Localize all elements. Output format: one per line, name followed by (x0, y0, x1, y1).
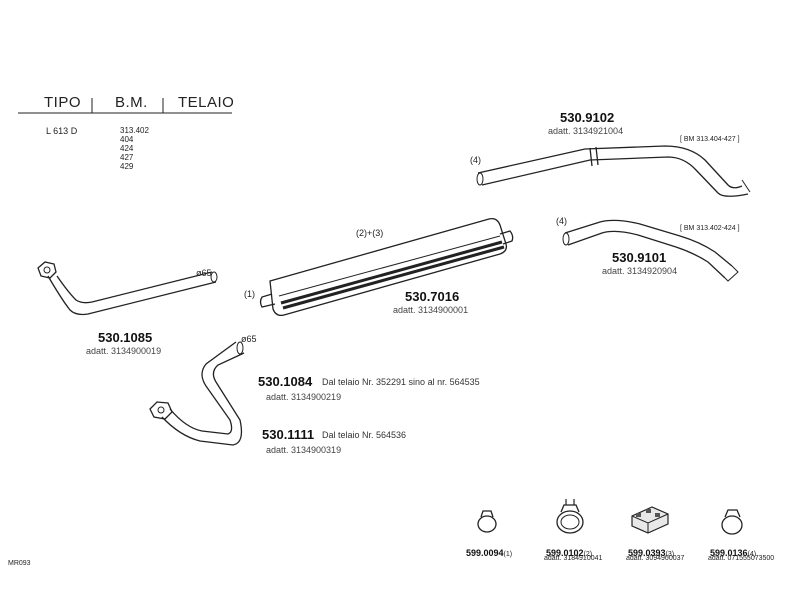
accessory-ref: (3) (665, 551, 675, 558)
accessory-ref: (2) (583, 551, 593, 558)
clamp-599-0102-icon (556, 499, 584, 534)
part-desc-530-1084: Dal telaio Nr. 352291 sino al nr. 564535 (322, 377, 480, 387)
part-code-530-1085: 530.1085 (98, 330, 153, 345)
accessory-599-0094: 599.0094(1) (466, 543, 512, 561)
accessory-adatt: adatt. 3094900037 (626, 555, 685, 562)
accessory-adatt: adatt. 3184910041 (544, 555, 603, 562)
bracket-bm-402-424: [ BM 313.402-424 ] (680, 225, 740, 232)
accessory-code: 599.0102 (546, 548, 584, 558)
part-adatt-530-1084: adatt. 3134900219 (266, 392, 342, 402)
accessory-code: 599.0393 (628, 548, 666, 558)
table-tipo-value: L 613 D (46, 126, 78, 136)
accessory-ref: (4) (747, 551, 757, 558)
part-code-530-1111: 530.1111 (262, 427, 315, 442)
bm-value: 429 (120, 162, 134, 171)
diameter-label-530-1084: ø65 (241, 334, 257, 344)
rubber-mount-599-0393-icon (631, 506, 669, 534)
accessory-code: 599.0094 (466, 548, 504, 558)
part-adatt-530-1111: adatt. 3134900319 (266, 445, 342, 455)
table-bm-values: 313.402 404 424 427 429 (120, 126, 149, 171)
part-code-530-9101: 530.9101 (612, 250, 667, 265)
part-adatt-530-9101: adatt. 3134920904 (602, 266, 678, 276)
pipe-530-9102 (476, 145, 751, 197)
pipe-530-1084 (149, 341, 245, 446)
table-header-telaio: TELAIO (178, 94, 235, 111)
accessory-599-0136: 599.0136(4) (710, 543, 756, 561)
accessory-code: 599.0136 (710, 548, 748, 558)
muffler-530-7016 (259, 217, 514, 317)
accessory-adatt: adatt. 071555073500 (708, 555, 775, 562)
part-adatt-530-7016: adatt. 3134900001 (393, 305, 469, 315)
diameter-label-530-1085: ø65 (196, 268, 212, 278)
clamp-599-0136-icon (721, 509, 743, 535)
sheet-id: MR093 (8, 560, 31, 567)
table-header-bm: B.M. (115, 94, 148, 111)
bm-value: 313.402 (120, 126, 149, 135)
bm-value: 424 (120, 144, 134, 153)
part-adatt-530-9102: adatt. 3134921004 (548, 126, 624, 136)
pipe-530-1085 (37, 261, 218, 316)
part-code-530-7016: 530.7016 (405, 289, 460, 304)
part-note-left-530-7016: (1) (244, 289, 255, 299)
bm-value: 427 (120, 153, 134, 162)
part-code-530-1084: 530.1084 (258, 374, 313, 389)
accessory-ref: (1) (503, 551, 513, 558)
part-note-top-530-7016: (2)+(3) (356, 228, 384, 238)
pipe-530-9101 (562, 219, 739, 282)
bm-value: 404 (120, 135, 134, 144)
part-adatt-530-1085: adatt. 3134900019 (86, 346, 162, 356)
table-lines (18, 98, 232, 114)
clamp-599-0094-icon (477, 510, 497, 533)
accessory-599-0393: 599.0393(3) (628, 543, 674, 561)
table-header-tipo: TIPO (44, 94, 82, 111)
part-note-530-9102: (4) (470, 155, 481, 165)
accessory-599-0102: 599.0102(2) (546, 543, 592, 561)
part-note-530-9101: (4) (556, 216, 567, 226)
part-desc-530-1111: Dal telaio Nr. 564536 (322, 430, 407, 440)
part-code-530-9102: 530.9102 (560, 110, 615, 125)
bracket-bm-404-427: [ BM 313.404-427 ] (680, 136, 740, 143)
